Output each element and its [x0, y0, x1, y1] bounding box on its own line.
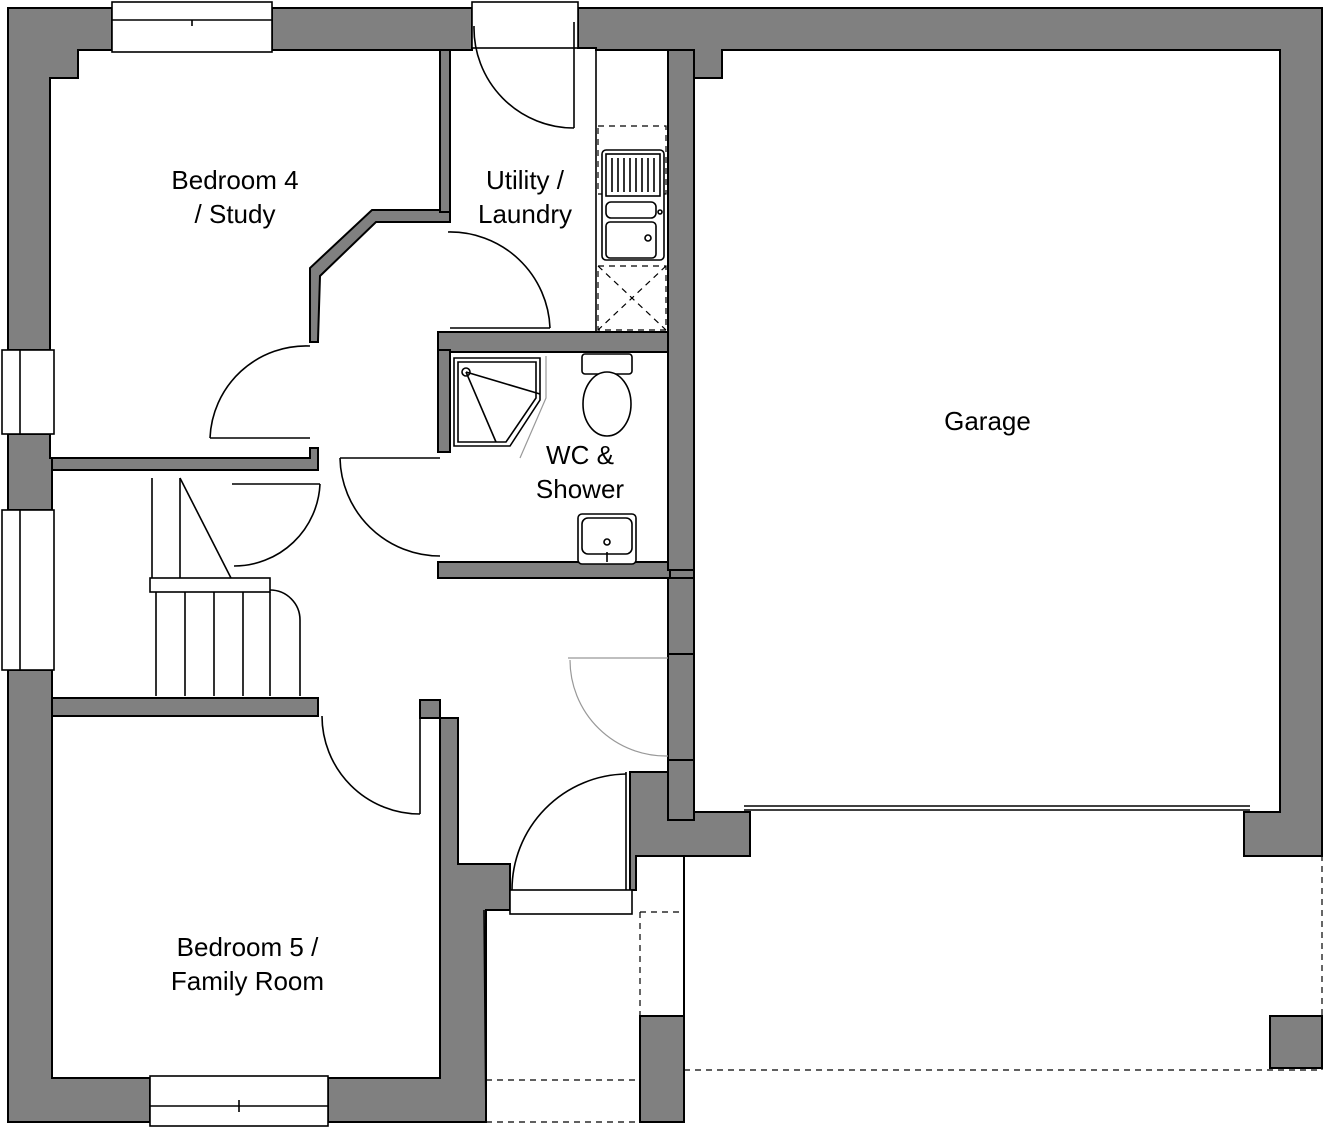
- utility-fittings: [595, 49, 669, 333]
- room-label-garage: Garage: [900, 404, 1075, 438]
- wc-toilet: [582, 371, 632, 437]
- wall-bottom: [327, 699, 511, 1123]
- external-walls: [7, 7, 1323, 1123]
- wall-utility-right: [667, 49, 695, 571]
- room-label-bedroom5: Bedroom 5 / Family Room: [125, 930, 370, 998]
- wall-garage-hall-2: [667, 759, 695, 821]
- room-label-utility: Utility / Laundry: [455, 163, 595, 231]
- wc-line2: Shower: [535, 474, 625, 504]
- wc-fittings: [453, 353, 637, 565]
- bedroom4-line2: / Study: [194, 199, 276, 229]
- bedroom5-line2: Family Room: [170, 966, 325, 996]
- wall-utility-wc: [437, 331, 671, 353]
- wall-garage-hall: [667, 577, 695, 655]
- garage-line1: Garage: [944, 406, 1031, 436]
- wall-stair-bed5: [51, 697, 319, 717]
- wall-wc-left: [437, 349, 451, 453]
- wall-top-left: [7, 7, 113, 351]
- wall-left-lower: [7, 669, 151, 1123]
- external-dashed: [483, 856, 1323, 1123]
- wall-wc-bottom: [437, 561, 671, 579]
- internal-walls: [51, 49, 695, 821]
- windows: [1, 1, 329, 1127]
- staircase: [149, 477, 301, 696]
- shower-tray: [453, 357, 541, 447]
- room-label-wc: WC & Shower: [510, 438, 650, 506]
- bedroom5-line1: Bedroom 5 /: [176, 932, 319, 962]
- window-top-bed4: [111, 1, 273, 53]
- wc-cistern: [581, 353, 633, 375]
- utility-line2: Laundry: [478, 199, 572, 229]
- wall-utility-left-top: [439, 49, 451, 213]
- wall-pier: [1269, 1015, 1323, 1069]
- door-utility-external: [471, 1, 579, 49]
- wall-left-mid: [7, 433, 53, 511]
- room-label-bedroom4: Bedroom 4 / Study: [120, 163, 350, 231]
- bedroom4-line1: Bedroom 4: [171, 165, 299, 195]
- wall-bed4-hall: [51, 447, 319, 471]
- window-left-bed4: [1, 349, 55, 435]
- door-front: [509, 889, 633, 915]
- window-left-stair: [1, 509, 55, 671]
- utility-line1: Utility /: [486, 165, 564, 195]
- doors: [209, 1, 1250, 915]
- wc-line1: WC &: [546, 440, 614, 470]
